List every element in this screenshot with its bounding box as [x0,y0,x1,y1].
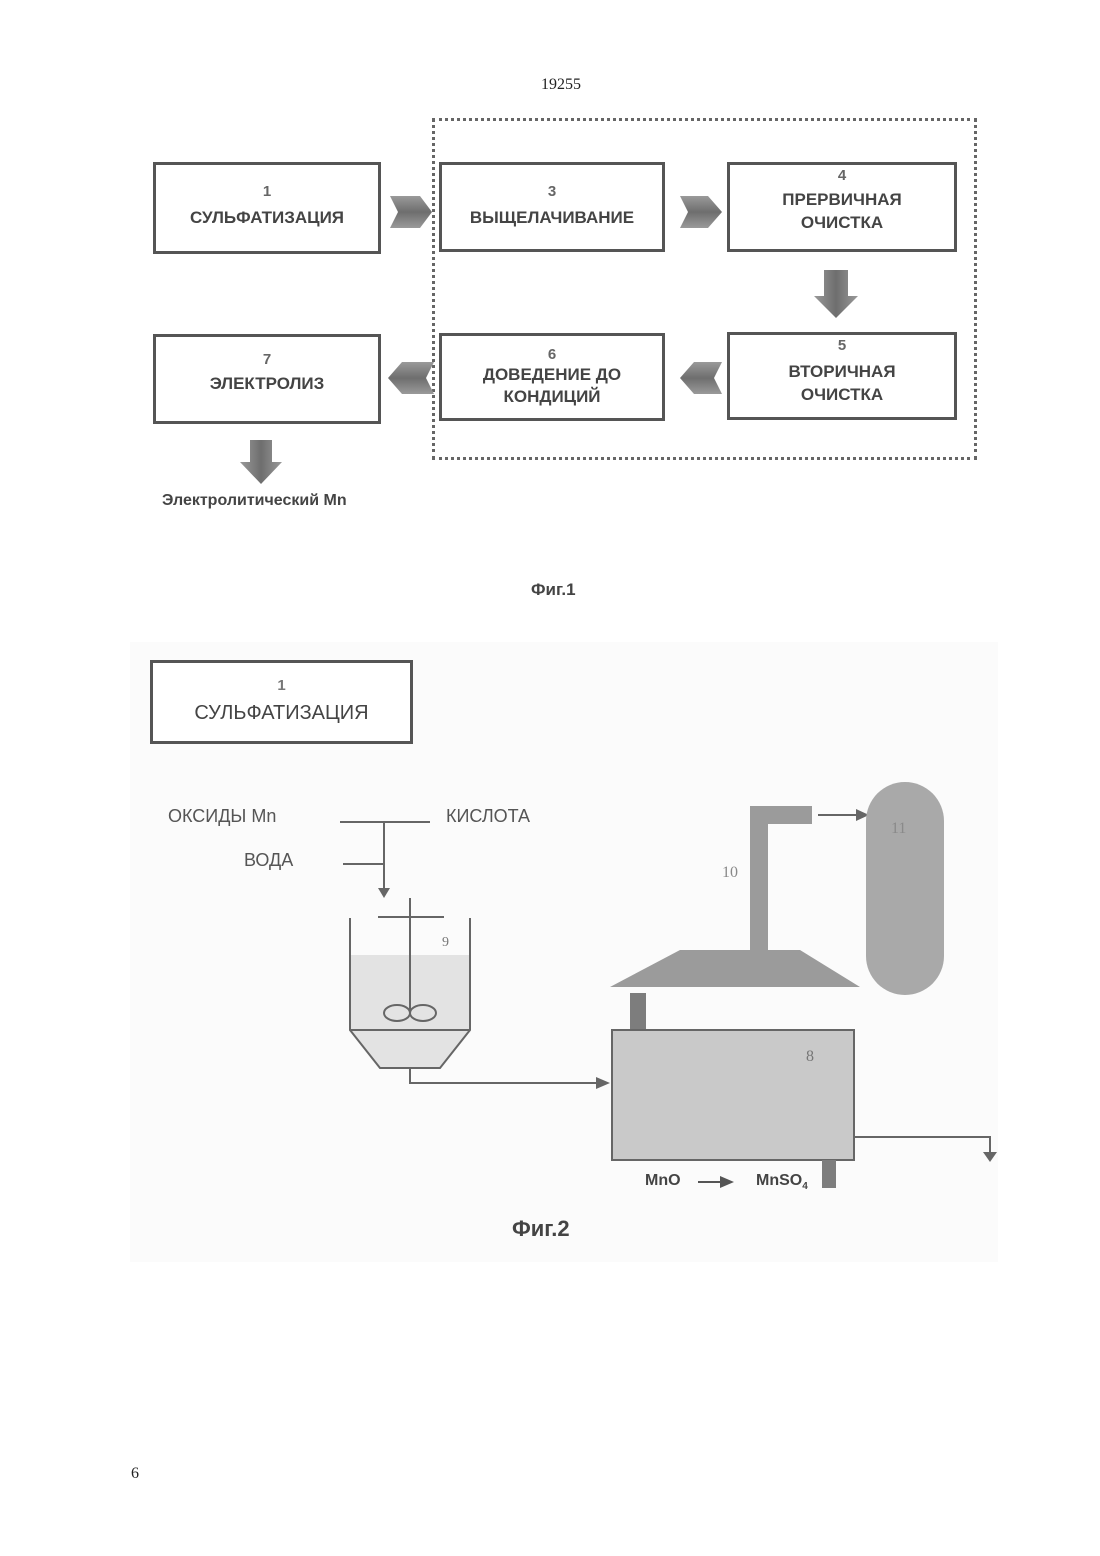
process-schematic [0,0,1100,1300]
label-8: 8 [806,1048,814,1066]
reactor-pipe-top [630,993,646,1031]
reactor-pipe-bottom [822,1160,836,1188]
exhaust-hood [610,950,860,987]
label-9: 9 [442,935,449,951]
reactor [612,1030,854,1160]
arrow-down-icon [378,888,390,898]
exhaust-duct [750,806,768,951]
reaction-to: MnSO4 [756,1172,808,1192]
fig2-caption: Фиг.2 [512,1216,570,1242]
exhaust-duct-top [750,806,812,824]
label-10: 10 [722,864,738,882]
label-11: 11 [891,820,906,838]
gas-tank [866,782,944,995]
ground-drain-icon [983,1152,997,1162]
arrow-right-icon [596,1077,610,1089]
mixer-vessel [350,898,470,1068]
feed-lines [340,822,430,890]
reaction-to-formula: MnSO [756,1172,802,1189]
reaction-from: MnO [645,1172,681,1190]
reaction-to-subscript: 4 [802,1181,808,1192]
outlet-line [410,1068,598,1083]
drain-line [854,1137,990,1152]
page-number: 6 [131,1465,139,1483]
arrow-right-icon [720,1176,734,1188]
